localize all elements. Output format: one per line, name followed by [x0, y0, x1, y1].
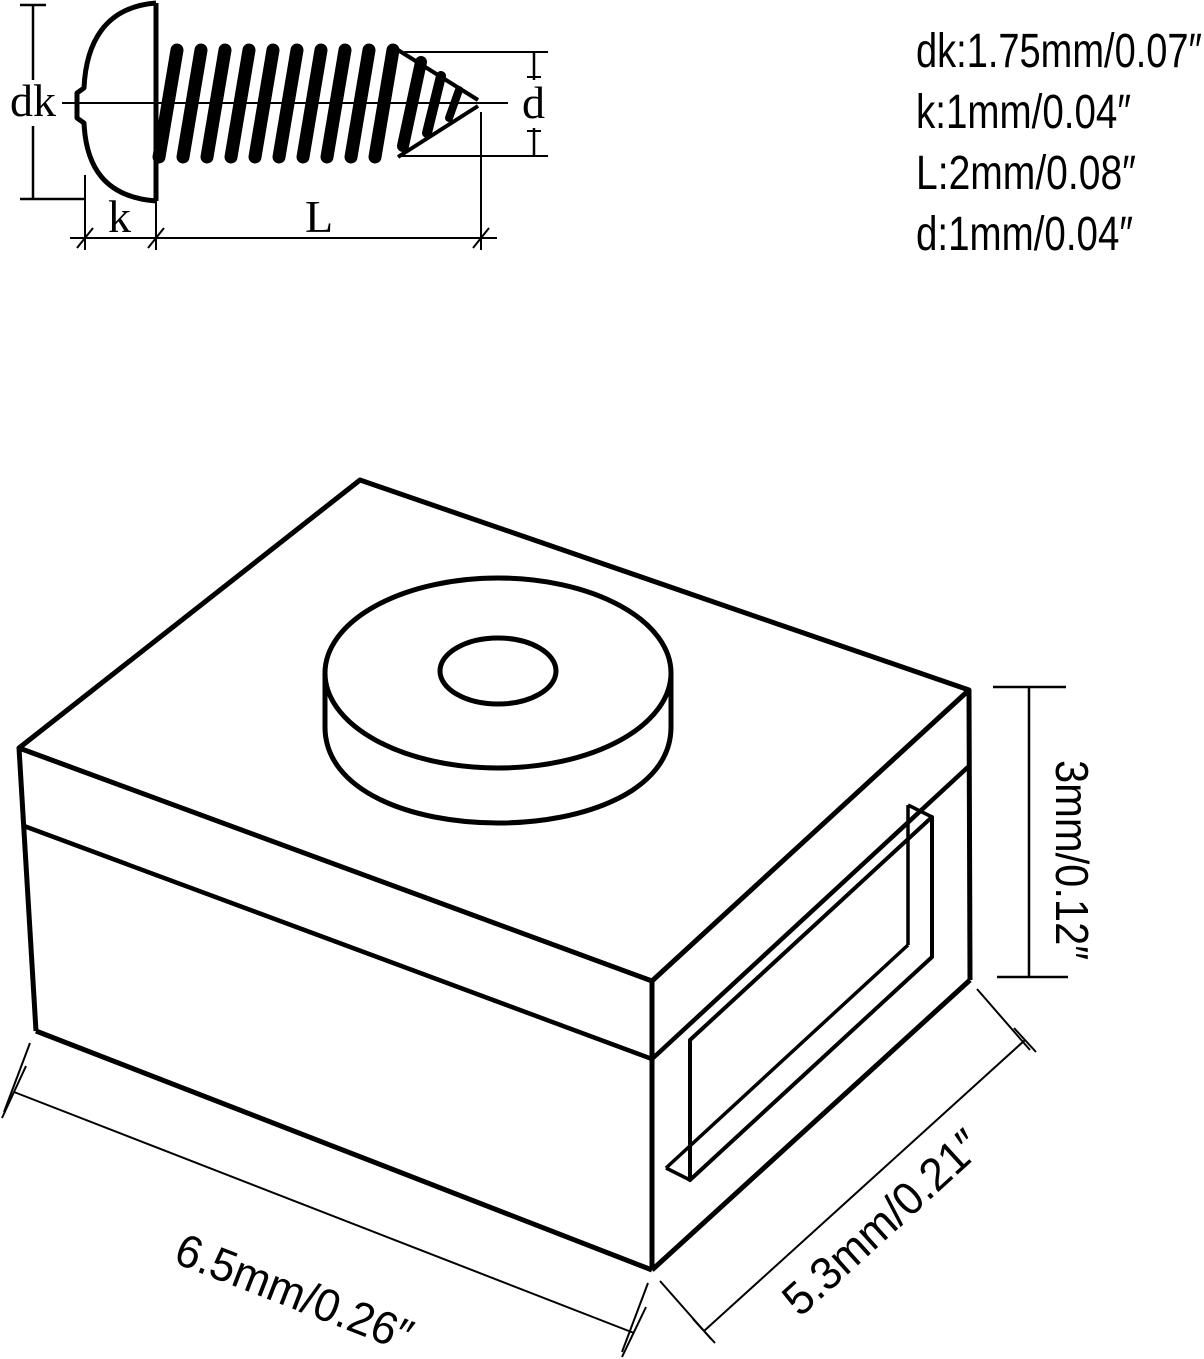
block-bottom-edge-left: [35, 1028, 653, 1273]
k-dimension: k: [70, 175, 497, 250]
spec-line-l: L:2mm/0.08″: [916, 147, 1136, 200]
depth-tick-right: [1013, 1027, 1037, 1053]
spec-list: dk:1.75mm/0.07″ k:1mm/0.04″ L:2mm/0.08″ …: [916, 25, 1202, 261]
opening-inner-edge: [907, 803, 933, 819]
block-edge-left-vertical: [16, 747, 39, 1032]
screw-head-outline: [74, 0, 157, 204]
dk-label: dk: [10, 75, 56, 126]
screw-tip: [396, 48, 480, 159]
thread-band: [320, 43, 352, 164]
depth-dim-label: 5.3mm/0.21″: [772, 1119, 992, 1326]
tip-thread-bands: [397, 56, 463, 152]
dk-dimension: dk: [10, 3, 86, 201]
d-dimension: d: [400, 51, 548, 157]
spec-line-dk: dk:1.75mm/0.07″: [916, 25, 1202, 78]
depth-dim-line: [703, 1039, 1026, 1332]
height-dim-label: 3mm/0.12″: [1046, 760, 1098, 960]
thread-band: [152, 43, 184, 164]
plate-bottom-edge-left: [23, 823, 653, 1062]
block-edge-right-vertical: [966, 689, 973, 981]
length-tick-left: [1, 1065, 27, 1119]
opening-inner-floor-edge: [664, 943, 910, 1170]
k-tick-left: [76, 227, 94, 249]
thread-bands: [152, 43, 400, 164]
thread-band: [176, 43, 208, 164]
depth-tick-left: [692, 1318, 716, 1344]
thread-band: [248, 43, 280, 164]
thread-band: [272, 43, 304, 164]
thread-band: [368, 43, 400, 164]
thread-band: [422, 71, 446, 138]
spec-line-k: k:1mm/0.04″: [916, 86, 1131, 139]
k-label: k: [108, 191, 131, 242]
thread-band: [445, 86, 463, 122]
opening-inner-depth-lines: [664, 803, 933, 1182]
tip-bottom-edge: [396, 104, 480, 159]
washer-boss: [322, 575, 674, 826]
length-extension-left: [3, 1042, 31, 1113]
length-dimension: 6.5mm/0.26″: [1, 1042, 649, 1359]
l-dimension: L: [305, 112, 490, 250]
d-label: d: [522, 77, 545, 128]
washer-center-hole: [437, 635, 559, 707]
block-isometric-view: [16, 477, 973, 1273]
thread-band: [296, 43, 328, 164]
length-extension-right: [621, 1282, 649, 1353]
thread-band: [344, 43, 376, 164]
opening-inner-edge: [665, 1166, 691, 1182]
length-dim-line: [13, 1091, 635, 1334]
thread-band: [200, 43, 232, 164]
length-tick-right: [621, 1306, 647, 1358]
depth-extension-right: [976, 988, 1031, 1051]
screw-side-view: dk k L d: [10, 0, 548, 250]
k-tick-right: [147, 227, 165, 249]
block-bottom-edge-right: [650, 978, 972, 1272]
thread-band: [224, 43, 256, 164]
l-tick-right: [472, 227, 490, 249]
thread-band: [397, 56, 427, 152]
plate-bottom-edge-right: [650, 765, 970, 1061]
height-dimension: 3mm/0.12″: [993, 685, 1098, 979]
l-label: L: [305, 191, 333, 242]
length-dim-label: 6.5mm/0.26″: [168, 1223, 420, 1359]
spec-line-d: d:1mm/0.04″: [916, 208, 1133, 261]
